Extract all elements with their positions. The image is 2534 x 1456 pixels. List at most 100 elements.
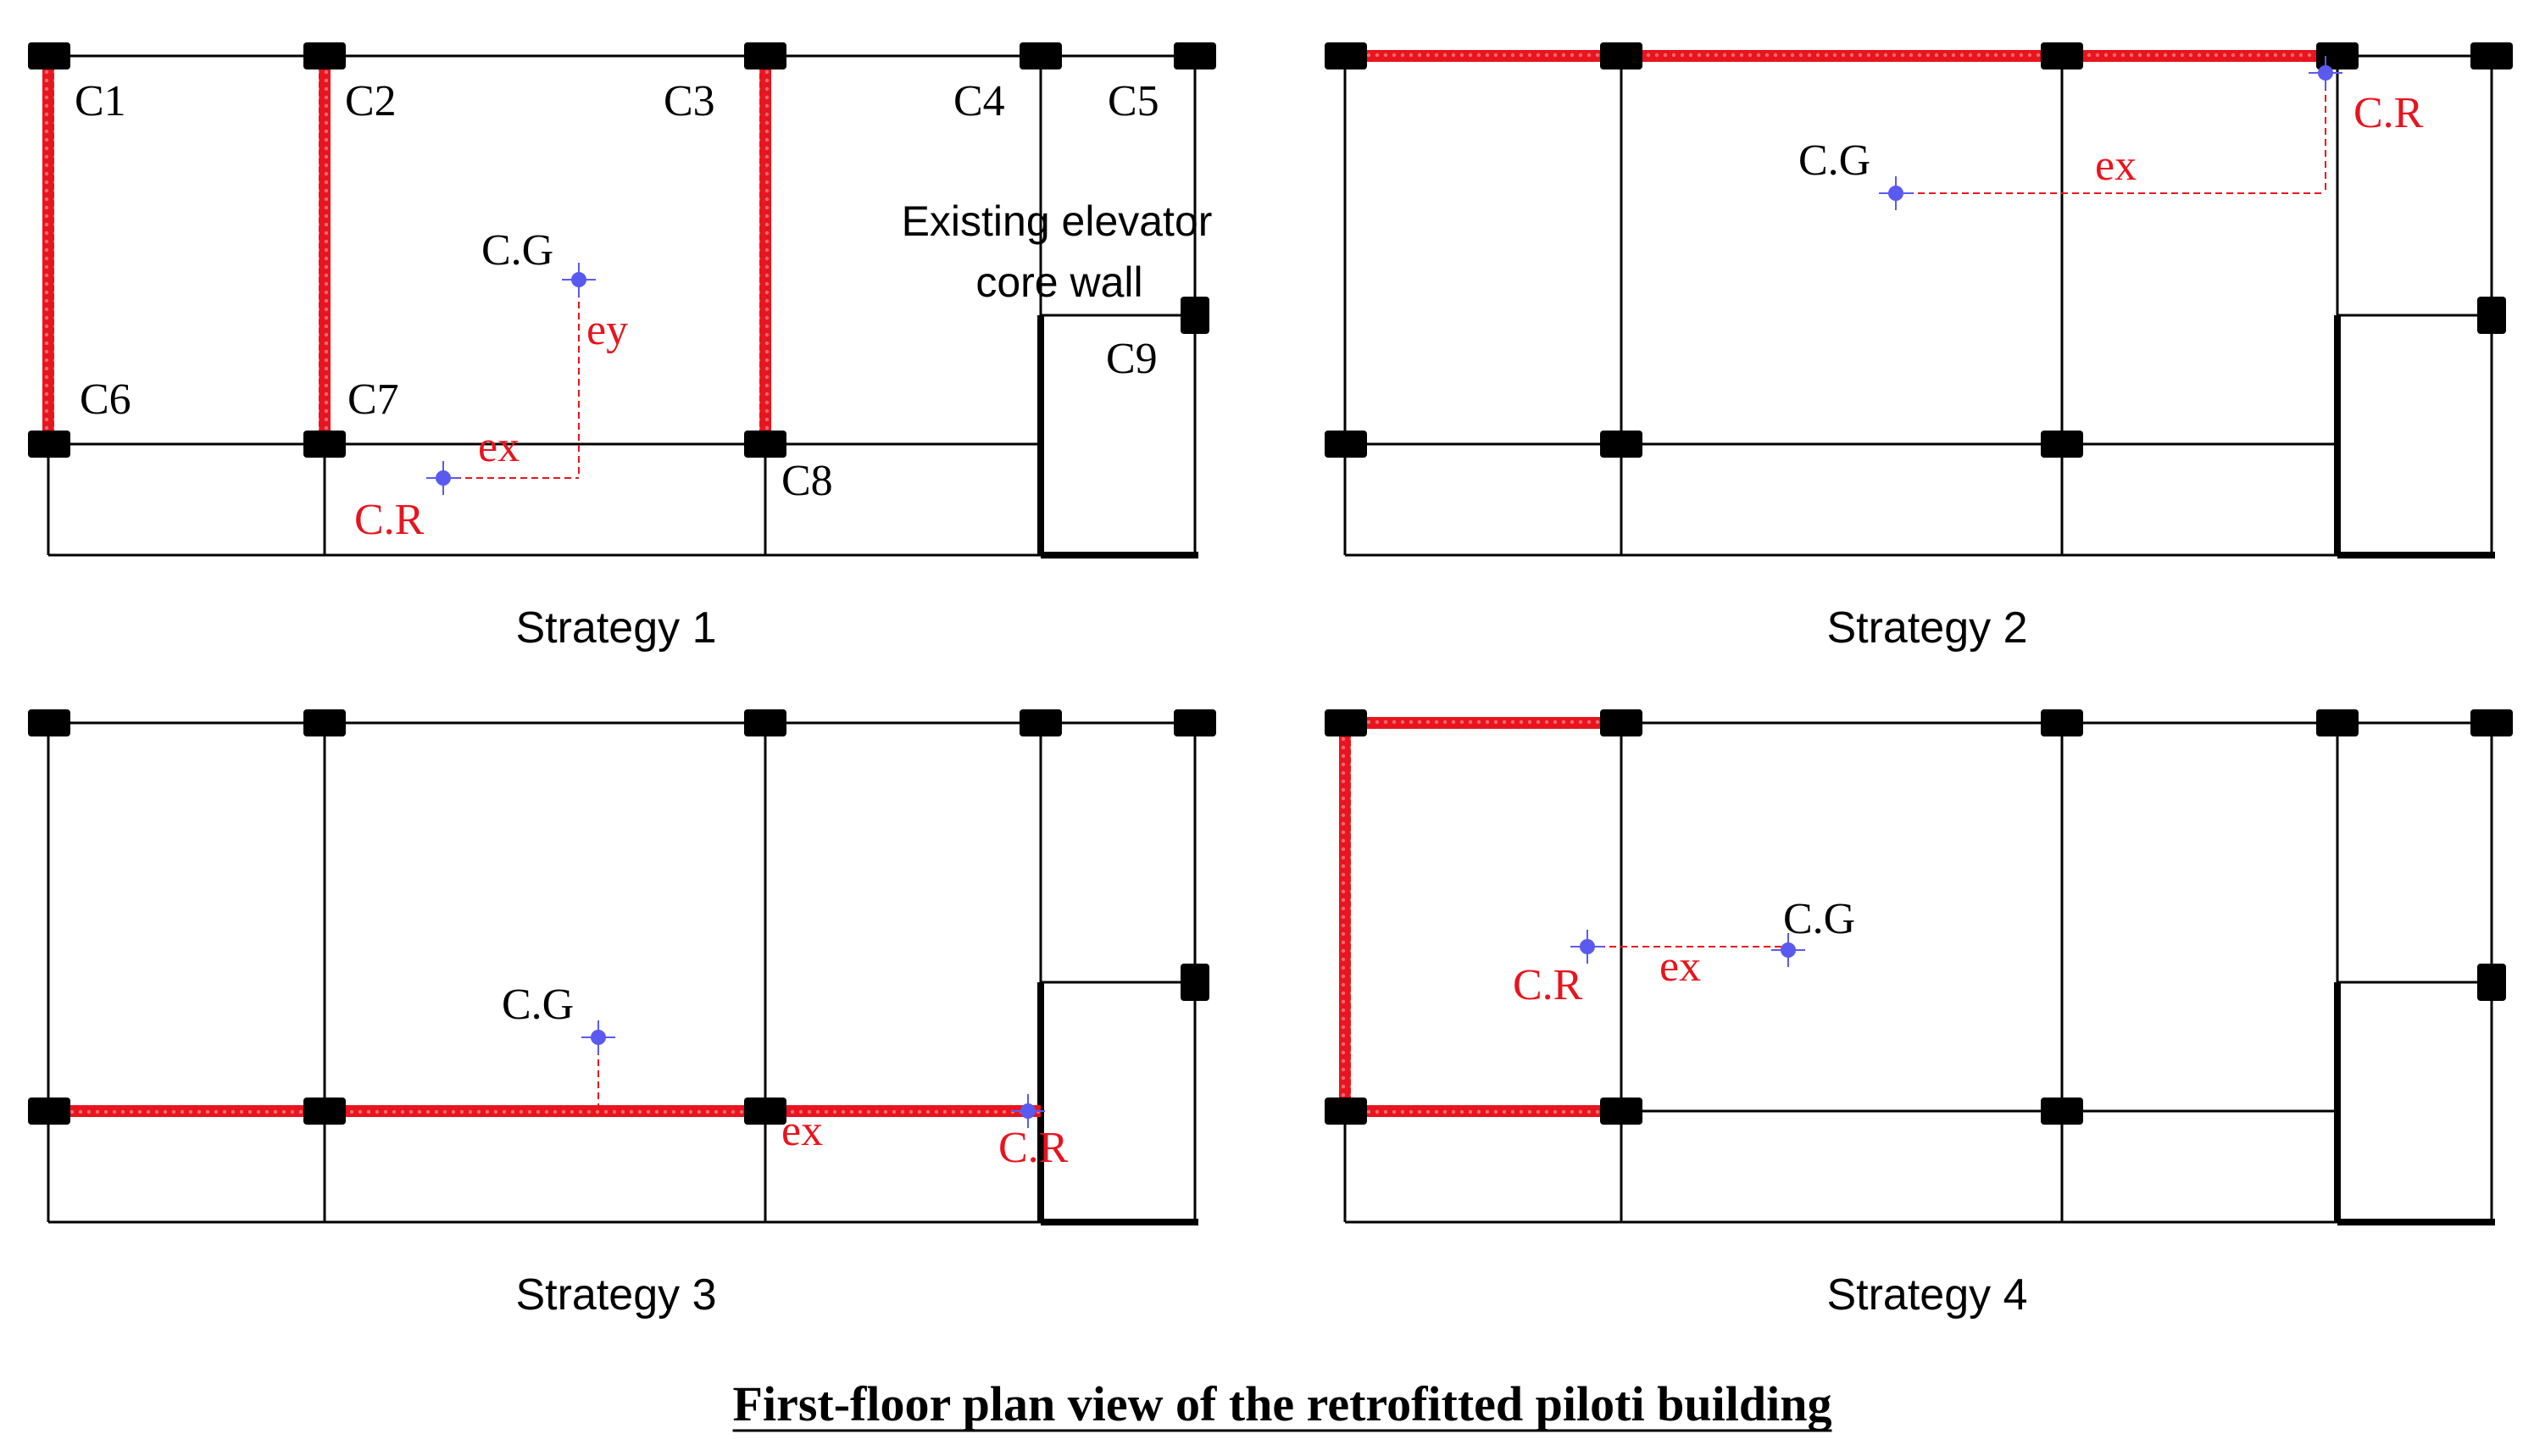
column	[1600, 1098, 1642, 1125]
column-label-c2: C2	[345, 77, 397, 125]
column-label-c7: C7	[347, 375, 399, 424]
core-wall	[1037, 982, 1198, 1225]
column	[303, 431, 346, 458]
column	[28, 431, 70, 458]
column	[28, 709, 70, 736]
column	[2041, 1098, 2083, 1125]
column	[2041, 431, 2083, 458]
column	[1600, 431, 1642, 458]
retrofit-wall	[42, 56, 54, 444]
retrofit-wall	[759, 56, 771, 444]
cg-marker	[562, 263, 596, 297]
column	[1325, 42, 1367, 69]
strategy-title: Strategy 3	[515, 1270, 716, 1320]
column	[1325, 431, 1367, 458]
column	[303, 1098, 346, 1125]
cg-marker	[1879, 176, 1913, 210]
core-wall	[1037, 315, 1198, 559]
column	[1020, 709, 1062, 736]
ex-label: ex	[2095, 142, 2137, 190]
cr-marker	[2309, 56, 2342, 90]
column	[1174, 42, 1216, 69]
retrofit-wall	[1345, 1105, 1621, 1117]
column	[744, 42, 786, 69]
retrofit-wall	[1345, 717, 1621, 729]
retrofit-wall	[319, 56, 331, 444]
column	[2470, 709, 2513, 736]
column	[28, 42, 70, 69]
cr-label: C.R	[1513, 961, 1583, 1009]
core-wall	[2334, 982, 2495, 1225]
column	[1181, 297, 1209, 334]
column	[1020, 42, 1062, 69]
strategy-title: Strategy 4	[1826, 1270, 2027, 1320]
column	[2041, 42, 2083, 69]
column-label-c6: C6	[80, 375, 131, 424]
column	[2477, 297, 2506, 334]
ex-label: ex	[478, 423, 520, 471]
retrofit-walls	[48, 1105, 1041, 1117]
strategy-title: Strategy 2	[1826, 603, 2027, 653]
column	[2470, 42, 2513, 69]
ex-label: ex	[1659, 942, 1701, 991]
core-wall-label-line-1: Existing elevator	[902, 197, 1213, 245]
column	[2316, 709, 2359, 736]
cr-label: C.R	[354, 496, 425, 544]
column	[2041, 709, 2083, 736]
figure-caption: First-floor plan view of the retrofitted…	[732, 1376, 1832, 1432]
column	[1325, 1098, 1367, 1125]
column-label-c5: C5	[1108, 77, 1159, 125]
column	[303, 709, 346, 736]
retrofit-wall	[1345, 50, 2337, 62]
cr-label: C.R	[998, 1124, 1069, 1172]
core-wall-label-line-2: core wall	[975, 258, 1142, 306]
eccentricity-lines	[443, 280, 580, 479]
panel-strategy-4: C.G ex C.R Strategy 4	[1325, 709, 2513, 1320]
columns	[28, 42, 1216, 458]
column	[2477, 964, 2506, 1001]
strategy-title: Strategy 1	[515, 603, 716, 653]
column	[744, 709, 786, 736]
cg-marker	[581, 1020, 615, 1054]
column	[28, 1098, 70, 1125]
panel-strategy-3: C.G ex C.R Strategy 3	[28, 709, 1216, 1320]
ex-label: ex	[781, 1107, 823, 1155]
column	[2316, 42, 2359, 69]
column	[744, 431, 786, 458]
column-label-c9: C9	[1106, 335, 1158, 383]
columns	[28, 709, 1216, 1125]
column	[1174, 709, 1216, 736]
column-label-c1: C1	[75, 77, 126, 125]
cg-label: C.G	[1798, 136, 1870, 185]
retrofit-wall	[48, 1105, 1041, 1117]
panel-strategy-2: C.G ex C.R Strategy 2	[1325, 42, 2513, 653]
cg-label: C.G	[1783, 895, 1855, 943]
column	[1600, 709, 1642, 736]
retrofit-walls	[1345, 50, 2337, 62]
plan-grid	[1343, 54, 2493, 557]
cr-marker	[1570, 930, 1604, 964]
column-label-c4: C4	[953, 77, 1005, 125]
column	[1600, 42, 1642, 69]
core-wall	[2334, 315, 2495, 559]
columns	[1325, 709, 2513, 1125]
ey-label: ey	[586, 306, 628, 354]
column	[744, 1098, 786, 1125]
cg-marker	[1771, 933, 1805, 967]
retrofit-walls	[42, 56, 771, 444]
retrofit-wall	[1339, 723, 1351, 1111]
column	[303, 42, 346, 69]
caption-text: First-floor plan view of the retrofitted…	[733, 1376, 1832, 1431]
retrofit-walls	[1339, 717, 1621, 1117]
cr-marker	[426, 461, 460, 495]
panel-strategy-1: C1 C2 C3 C4 C5 C6 C7 C8 C9 C.G ey ex C.R…	[28, 42, 1216, 653]
cr-label: C.R	[2353, 89, 2424, 137]
column-label-c8: C8	[781, 457, 833, 505]
eccentricity-lines	[1896, 73, 2326, 194]
column-label-c3: C3	[664, 77, 715, 125]
cg-label: C.G	[502, 981, 574, 1029]
cr-marker	[1011, 1094, 1045, 1128]
columns	[1325, 42, 2513, 458]
column	[1181, 964, 1209, 1001]
